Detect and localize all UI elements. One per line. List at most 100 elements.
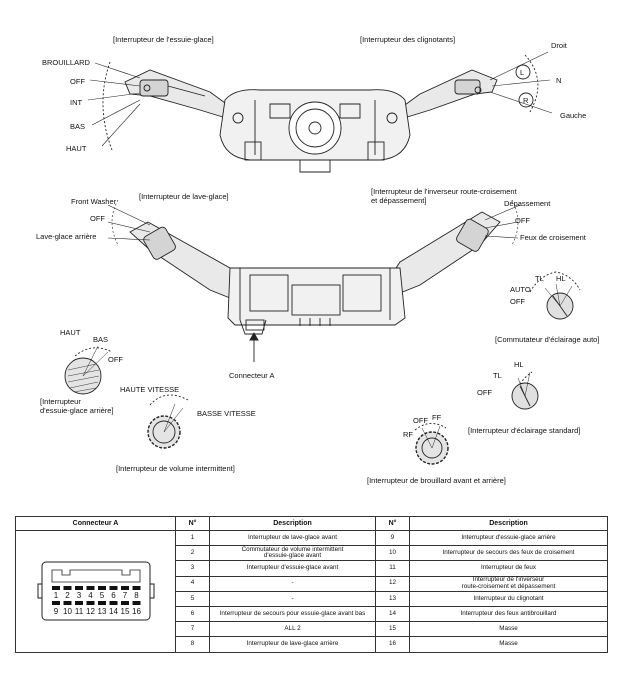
pin-number-bottom: 12 (86, 607, 95, 616)
table-row: 7 ALL 2 15 Masse (16, 621, 608, 638)
label-hl-auto: HL (556, 274, 566, 283)
label-rear-off: OFF (108, 355, 123, 364)
middle-switch-assembly (129, 211, 501, 335)
label-n: N (556, 76, 562, 85)
pin-number-top: 2 (65, 591, 70, 600)
washer-switch-title: [Interrupteur de lave-glace] (139, 192, 229, 201)
label-fog-ff: FF (432, 413, 442, 422)
label-feux-croisement: Feux de croisement (520, 233, 586, 242)
label-std-hl: HL (514, 360, 524, 369)
row-number-left: 2 (175, 545, 210, 562)
row-number-right: 13 (375, 590, 410, 607)
pin-number-bottom: 15 (120, 607, 129, 616)
row-description-left: ALL 2 (209, 621, 376, 638)
row-number-left: 1 (175, 529, 210, 547)
row-number-right: 10 (375, 545, 410, 562)
fog-switch-title: [Interrupteur de brouillard avant et arr… (367, 476, 506, 485)
std-light-switch-title: [Interrupteur d'éclairage standard] (468, 426, 581, 435)
label-front-washer: Front Washer (71, 197, 117, 206)
pin-top (86, 586, 94, 591)
row-number-left: 4 (175, 575, 210, 592)
label-l-mark: L (520, 68, 525, 77)
label-off-auto: OFF (510, 297, 525, 306)
label-off-wiper: OFF (70, 77, 85, 86)
dimmer-switch-title-text: [Interrupteur de l'inverseur route-crois… (371, 187, 517, 205)
label-haut: HAUT (66, 144, 87, 153)
row-description-right: Masse (409, 636, 608, 653)
label-gauche: Gauche (560, 111, 587, 120)
label-off-dimmer: OFF (515, 216, 530, 225)
pin-number-top: 1 (53, 591, 58, 600)
pin-number-bottom: 11 (74, 607, 83, 616)
label-std-tl: TL (493, 371, 502, 380)
table-header-row: Connecteur A N° Description N° Descripti… (15, 516, 608, 531)
label-basse-vitesse: BASSE VITESSE (197, 409, 256, 418)
row-number-right: 11 (375, 560, 410, 577)
row-number-right: 14 (375, 605, 410, 623)
row-number-left: 7 (175, 621, 210, 638)
pin-number-top: 7 (122, 591, 127, 600)
row-description-right: Interrupteur de secours des feux de croi… (409, 545, 608, 562)
pin-top (51, 586, 60, 591)
row-description-right: Interrupteur des feux antibrouillard (409, 605, 608, 623)
label-tl-auto: TL (535, 274, 544, 283)
pin-number-bottom: 13 (97, 607, 106, 616)
label-off-washer: OFF (90, 214, 105, 223)
pin-number-top: 8 (134, 591, 139, 600)
row-number-right: 12 (375, 575, 410, 592)
label-fog-rf: RF (403, 430, 413, 439)
table-row: 6 Interrupteur de secours pour essuie-gl… (16, 605, 608, 623)
row-number-right: 15 (375, 621, 410, 638)
pin-bottom (74, 601, 83, 606)
label-depassement: Dépassement (504, 199, 551, 208)
label-auto: AUTO (510, 285, 531, 294)
row-description-left: Interrupteur de lave-glace arrière (209, 636, 376, 653)
pin-top (63, 586, 71, 591)
label-bas: BAS (70, 122, 86, 131)
pin-top (74, 586, 83, 591)
label-droit: Droit (551, 41, 567, 50)
pin-number-bottom: 9 (53, 607, 58, 616)
row-description-left: Interrupteur de lave-glace avant (209, 529, 376, 547)
pin-bottom (109, 601, 117, 606)
row-description-right: Interrupteur de feux (409, 560, 608, 577)
pin-number-bottom: 10 (63, 607, 72, 616)
row-description-right: Interrupteur du clignotant (409, 590, 608, 607)
pin-number-top: 6 (111, 591, 116, 600)
intermittent-switch-title: [Interrupteur de volume intermittent] (116, 464, 235, 473)
table-row: 8 Interrupteur de lave-glace arrière 16 … (16, 636, 608, 653)
label-connecteur-a: Connecteur A (229, 371, 275, 380)
pin-top (120, 586, 129, 591)
pin-top (109, 586, 117, 591)
table-row: 3 Interrupteur d'essuie-glace avant 11 I… (16, 560, 608, 577)
pin-bottom (63, 601, 71, 606)
pin-bottom (97, 601, 106, 606)
row-description-left: Commutateur de volume intermittent d'ess… (209, 545, 376, 562)
auto-light-switch-title: [Commutateur d'éclairage auto] (495, 335, 600, 344)
row-description-right: Interrupteur d'essuie-glace arrière (409, 529, 608, 547)
label-int: INT (70, 98, 83, 107)
label-rear-bas: BAS (93, 335, 109, 344)
row-description-right: Interrupteur de l'inverseur route-croise… (409, 575, 608, 592)
connector-table: Connecteur A N° Description N° Descripti… (15, 516, 608, 653)
label-rear-haut: HAUT (60, 328, 81, 337)
pin-number-bottom: 14 (109, 607, 118, 616)
pin-number-top: 4 (88, 591, 93, 600)
label-haute-vitesse: HAUTE VITESSE (120, 385, 180, 394)
header-n1: N° (175, 516, 210, 531)
rear-wiper-switch-title: [Interrupteur d'essuie-glace arrière] (40, 397, 114, 415)
row-number-right: 16 (375, 636, 410, 653)
pin-number-bottom: 16 (132, 607, 141, 616)
wiper-switch-title: [Interrupteur de l'essuie-glace] (113, 35, 214, 44)
row-description-left: - (209, 575, 376, 592)
pin-top (97, 586, 106, 591)
row-number-left: 8 (175, 636, 210, 653)
label-r-mark: R (523, 96, 529, 105)
pin-number-top: 5 (99, 591, 104, 600)
row-description-left: Interrupteur d'essuie-glace avant (209, 560, 376, 577)
row-description-left: Interrupteur de secours pour essuie-glac… (209, 605, 376, 623)
label-std-off: OFF (477, 388, 492, 397)
row-number-left: 5 (175, 590, 210, 607)
turn-switch-title: [Interrupteur des clignotants] (360, 35, 456, 44)
